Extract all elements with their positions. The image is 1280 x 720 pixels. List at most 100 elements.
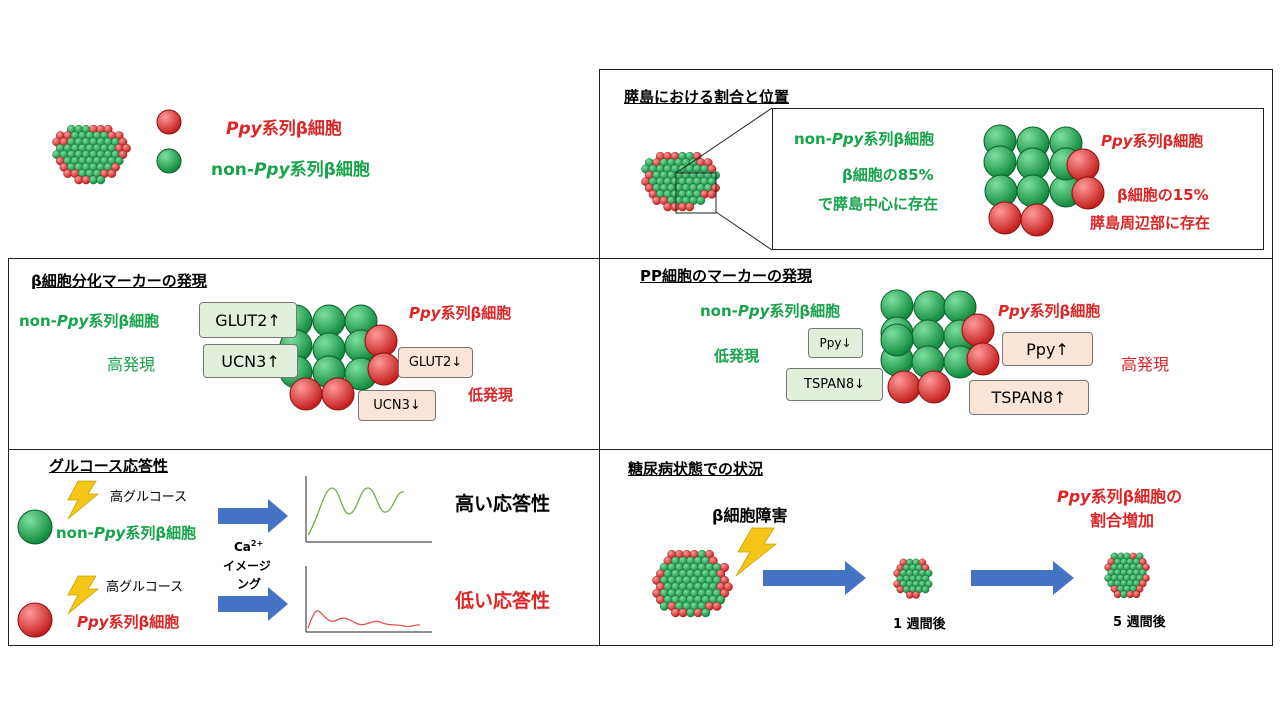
nonppy-cell: [686, 608, 696, 618]
ppy-cell: [961, 313, 995, 347]
ppy-up-box: Ppy↑: [1002, 332, 1093, 366]
ppy-cell: [81, 175, 91, 185]
nonppy-cell: [89, 175, 98, 185]
ppy-cell: [678, 608, 688, 618]
week1-label: 1 週間後: [893, 617, 946, 632]
ppy-cell: [685, 202, 695, 212]
high-glucose-label-2: 高グルコース: [106, 580, 184, 595]
ppy-cell: [671, 608, 681, 618]
panel-glucose-title: グルコース応答性: [49, 457, 168, 475]
glut2-up-box: GLUT2↑: [199, 302, 297, 338]
legend-nonppy-swatch: [156, 148, 182, 174]
pp-nonppy-label: non-Ppy系列β細胞: [700, 302, 841, 320]
arrow-nonppy-glucose: [218, 499, 288, 533]
arrow-week5: [971, 561, 1074, 595]
zoom-line-bottom: [715, 211, 773, 251]
glucose-ppy-label: Ppy系列β細胞: [77, 613, 180, 631]
panel-location-title: 膵島における割合と位置: [624, 88, 790, 106]
ca-label: Ca2+: [234, 539, 264, 554]
ppy-cell: [74, 175, 84, 185]
nonppy-cell: [701, 608, 711, 618]
ppy-cell: [693, 608, 703, 618]
glut2-down-box: GLUT2↓: [398, 347, 473, 378]
ppy-cell: [887, 370, 921, 404]
location-ppy-label: Ppy系列β細胞: [1101, 132, 1204, 150]
zoom-inset-box: [772, 108, 1264, 250]
ppy-cell: [1020, 203, 1054, 237]
zoom-rect: [675, 172, 717, 214]
ppy-cell: [670, 202, 680, 212]
arrow-week1: [763, 561, 866, 595]
lightning-icon: [67, 480, 100, 520]
location-ppy-desc-1: β細胞の15%: [1117, 186, 1209, 204]
increase-label-1: Ppy系列β細胞の: [1057, 487, 1183, 506]
islet-legend: [52, 124, 131, 185]
nonppy-cell: [913, 290, 947, 324]
islet-location: [641, 151, 720, 212]
panel-pp-title: PP細胞のマーカーの発現: [640, 267, 812, 285]
nonppy-cell: [696, 196, 706, 205]
ppy-cell: [678, 202, 687, 212]
zoom-line-top: [675, 107, 773, 174]
panel-diabetes: [599, 449, 1273, 646]
beta-ppy-label: Ppy系列β細胞: [409, 304, 512, 322]
ppy-cell: [107, 169, 117, 178]
ppy-cell: [1132, 590, 1141, 599]
beta-high-label: 高発現: [107, 355, 156, 374]
ppy-down-box: Ppy↓: [808, 328, 863, 358]
beta-low-label: 低発現: [468, 386, 514, 404]
nonppy-cell: [1016, 174, 1050, 208]
legend-ppy-label: Ppy系列β細胞: [226, 119, 342, 139]
islet-week1: [893, 558, 933, 599]
ppy-cell: [966, 342, 1000, 376]
nonppy-cell: [983, 145, 1017, 179]
nonppy-cell: [921, 585, 930, 594]
increase-label-2: 割合増加: [1090, 511, 1155, 530]
tspan8-up-box: TSPAN8↑: [969, 380, 1089, 415]
nonppy-cell: [96, 175, 106, 185]
lightning-icon: [735, 527, 778, 577]
location-nonppy-desc-1: β細胞の85%: [842, 166, 934, 184]
legend-nonppy-label: non-Ppy系列β細胞: [211, 160, 370, 180]
islet-diabetes-start: [652, 549, 733, 618]
ppy-cell: [663, 202, 673, 212]
ppy-cell: [364, 324, 398, 358]
ppy-cell: [652, 196, 662, 205]
week5-label: 5 週間後: [1113, 615, 1166, 630]
beta-nonppy-label: non-Ppy系列β細胞: [19, 312, 160, 330]
ppy-cell: [988, 201, 1022, 235]
ppy-cell: [321, 377, 355, 411]
beta-injury-label: β細胞障害: [712, 506, 788, 525]
legend-ppy-swatch: [156, 109, 182, 135]
ppy-cell: [712, 601, 722, 611]
tspan8-down-box: TSPAN8↓: [786, 368, 883, 401]
ppy-cell: [367, 352, 401, 386]
chart-low-response: [305, 566, 432, 633]
high-glucose-label-1: 高グルコース: [110, 490, 188, 505]
pp-low-label: 低発現: [714, 347, 760, 365]
glucose-nonppy-cell: [17, 509, 53, 545]
lightning-icon: [67, 575, 100, 615]
ppy-cell: [1066, 148, 1100, 182]
location-nonppy-label: non-Ppy系列β細胞: [794, 130, 935, 148]
islet-week5: [1104, 552, 1150, 599]
nonppy-cell: [312, 304, 346, 338]
high-response-label: 高い応答性: [455, 493, 551, 515]
location-ppy-desc-2: 膵島周辺部に存在: [1090, 214, 1211, 232]
ucn3-down-box: UCN3↓: [358, 390, 436, 421]
ppy-cell: [289, 377, 323, 411]
location-nonppy-desc-2: で膵島中心に存在: [818, 195, 939, 213]
imaging-label-2: ング: [237, 577, 262, 591]
low-response-label: 低い応答性: [455, 590, 551, 612]
ppy-cell: [707, 189, 717, 199]
ppy-cell: [912, 591, 920, 599]
glucose-ppy-cell: [17, 602, 53, 638]
glucose-nonppy-label: non-Ppy系列β細胞: [56, 524, 197, 542]
panel-beta-title: β細胞分化マーカーの発現: [31, 272, 207, 290]
ppy-cell: [63, 169, 73, 178]
ucn3-up-box: UCN3↑: [203, 344, 298, 378]
pp-high-label: 高発現: [1121, 355, 1170, 374]
imaging-label-1: イメージ: [223, 559, 271, 573]
nonppy-cell: [880, 323, 914, 357]
